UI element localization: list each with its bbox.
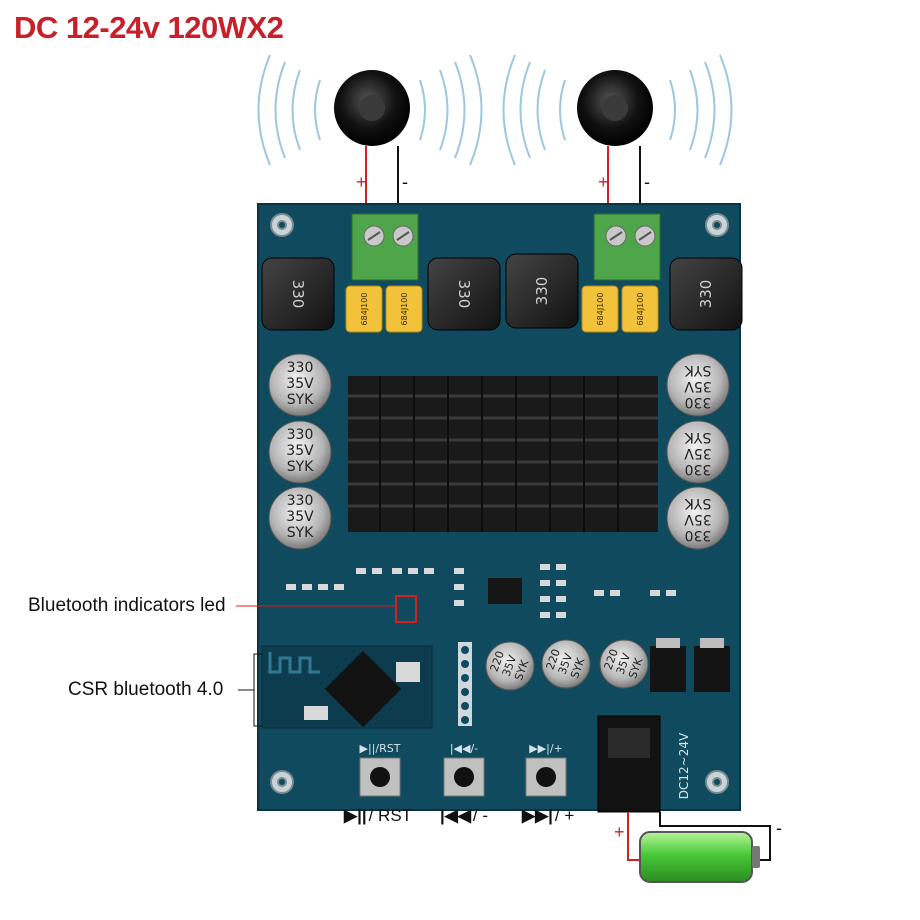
svg-text:35V: 35V bbox=[684, 378, 712, 394]
mount-holes bbox=[270, 213, 729, 794]
svg-text:35V: 35V bbox=[286, 509, 314, 525]
svg-text:330: 330 bbox=[685, 527, 712, 543]
svg-text:35V: 35V bbox=[684, 511, 712, 527]
svg-text:684J100: 684J100 bbox=[400, 293, 409, 326]
play-pause-text: / RST bbox=[368, 806, 413, 825]
inductor-label-1: 330 bbox=[289, 280, 307, 309]
small-capacitors bbox=[485, 639, 649, 691]
svg-text:330: 330 bbox=[287, 427, 314, 443]
speaker-right-icon bbox=[577, 70, 653, 146]
sound-waves-right bbox=[502, 54, 733, 166]
sound-waves-left bbox=[257, 54, 483, 166]
svg-text:35V: 35V bbox=[286, 376, 314, 392]
svg-text:35V: 35V bbox=[684, 445, 712, 461]
silk-button-labels: ▶||/RST |◀◀/- ▶▶|/+ bbox=[360, 742, 563, 755]
previous-text: / - bbox=[472, 806, 489, 825]
inductor-label-4: 330 bbox=[697, 280, 715, 309]
speaker-right-minus: - bbox=[644, 172, 650, 192]
svg-text:330: 330 bbox=[685, 394, 712, 410]
svg-text:SYK: SYK bbox=[287, 392, 314, 408]
smd-components bbox=[286, 564, 676, 618]
page-title: DC 12-24v 120WX2 bbox=[14, 10, 284, 45]
tactile-buttons bbox=[359, 757, 567, 797]
svg-text:684J100: 684J100 bbox=[360, 293, 369, 326]
csr-bluetooth-label: CSR bluetooth 4.0 bbox=[68, 679, 224, 700]
electrolytic-caps-left bbox=[268, 353, 332, 550]
terminal-block-left bbox=[351, 213, 419, 281]
svg-text:SYK: SYK bbox=[287, 525, 314, 541]
terminal-block-right bbox=[593, 213, 661, 281]
voltage-regulators bbox=[650, 638, 730, 692]
svg-text:SYK: SYK bbox=[684, 362, 711, 378]
bluetooth-module bbox=[261, 645, 433, 729]
led-bar bbox=[458, 642, 472, 726]
next-icon: ▶▶| bbox=[522, 806, 553, 825]
svg-text:330: 330 bbox=[685, 461, 712, 477]
next-text: / + bbox=[554, 806, 575, 825]
previous-label: |◀◀ / - bbox=[440, 806, 488, 826]
film-cap-markings: 684J100 684J100 684J100 684J100 bbox=[360, 293, 645, 326]
speaker-left-minus: - bbox=[402, 172, 408, 192]
battery-icon bbox=[639, 831, 760, 883]
heatsink bbox=[348, 376, 658, 532]
inductors bbox=[261, 253, 743, 331]
svg-text:684J100: 684J100 bbox=[636, 293, 645, 326]
play-pause-icon: ▶|| bbox=[344, 806, 367, 825]
electrolytic-caps-right bbox=[666, 353, 730, 550]
svg-text:684J100: 684J100 bbox=[596, 293, 605, 326]
svg-text:330: 330 bbox=[287, 493, 314, 509]
speaker-right-plus: + bbox=[598, 172, 609, 192]
svg-text:|◀◀/-: |◀◀/- bbox=[450, 742, 478, 755]
svg-text:330: 330 bbox=[287, 360, 314, 376]
svg-text:SYK: SYK bbox=[684, 429, 711, 445]
speaker-left-icon bbox=[334, 70, 410, 146]
bluetooth-led-label: Bluetooth indicators led bbox=[28, 595, 226, 616]
inductor-label-2: 330 bbox=[455, 280, 473, 309]
battery-plus: + bbox=[614, 822, 625, 842]
battery-minus: - bbox=[776, 818, 782, 838]
dc-power-jack bbox=[597, 715, 661, 813]
inductor-label-3: 330 bbox=[533, 277, 551, 306]
play-pause-label: ▶|| / RST bbox=[344, 806, 412, 826]
speaker-left-plus: + bbox=[356, 172, 367, 192]
svg-text:SYK: SYK bbox=[684, 495, 711, 511]
next-label: ▶▶| / + bbox=[522, 806, 574, 826]
op-amp-chip bbox=[488, 578, 522, 604]
svg-text:▶▶|/+: ▶▶|/+ bbox=[529, 742, 563, 755]
battery-wires bbox=[627, 812, 771, 861]
previous-icon: |◀◀ bbox=[440, 806, 471, 825]
svg-text:35V: 35V bbox=[286, 443, 314, 459]
svg-text:SYK: SYK bbox=[287, 459, 314, 475]
bluetooth-led bbox=[395, 595, 417, 623]
svg-text:▶||/RST: ▶||/RST bbox=[360, 742, 401, 755]
inductor-markings: 330 330 330 330 bbox=[289, 277, 715, 309]
film-capacitors bbox=[345, 285, 659, 333]
csr-bracket bbox=[253, 653, 262, 727]
silk-power-label: DC12~24V bbox=[677, 732, 691, 799]
